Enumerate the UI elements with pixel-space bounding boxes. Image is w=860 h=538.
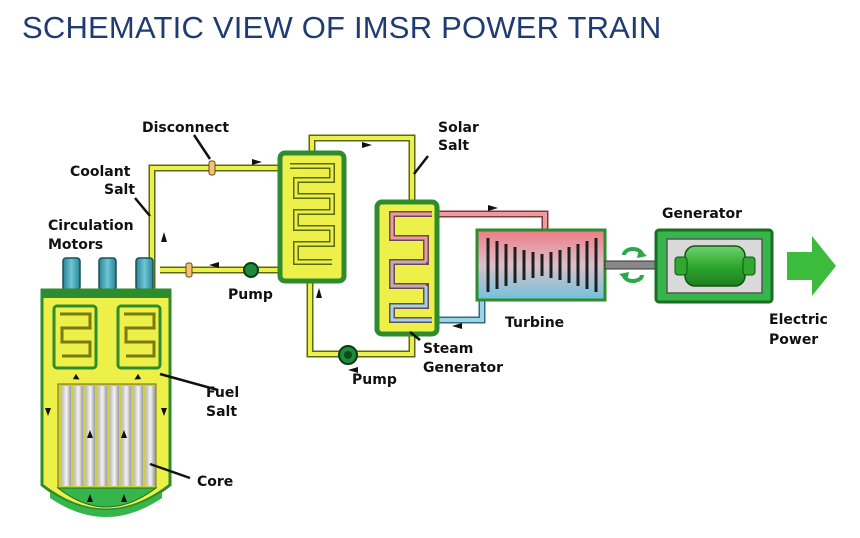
label-pump-bottom: Pump (352, 372, 397, 388)
label-circulation: Circulation (48, 218, 134, 234)
reactor-vessel (40, 257, 172, 517)
label-core: Core (197, 474, 233, 490)
turbine-blades (486, 238, 598, 292)
label-motors: Motors (48, 237, 103, 253)
label-disconnect: Disconnect (142, 120, 229, 136)
label-coolant-salt: Salt (104, 182, 135, 198)
steam-generator (374, 199, 440, 337)
page-title: SCHEMATIC VIEW OF IMSR POWER TRAIN (22, 10, 662, 45)
electric-power-arrow-icon (787, 236, 836, 296)
recycle-arrows-icon (619, 247, 647, 283)
label-steam: Steam (423, 341, 473, 357)
solar-salt-loop (306, 134, 416, 358)
loop-flow-arrows (161, 142, 498, 373)
label-solar: Solar (438, 120, 479, 136)
pump-bottom (338, 345, 358, 365)
label-coolant: Coolant (70, 164, 131, 180)
leader-lines (134, 134, 429, 480)
label-steam-generator: Generator (423, 360, 503, 376)
flow-arrow-icon (45, 373, 167, 502)
generator (654, 228, 774, 304)
label-turbine: Turbine (505, 315, 564, 331)
label-generator: Generator (662, 206, 742, 222)
turbine (475, 228, 660, 302)
label-power: Power (769, 332, 818, 348)
heat-exchanger (277, 150, 347, 284)
label-pump-top: Pump (228, 287, 273, 303)
label-fuel-salt: Salt (206, 404, 237, 420)
pump-top (243, 262, 259, 278)
coolant-salt-loop (148, 164, 285, 290)
label-electric: Electric (769, 312, 828, 328)
disconnect-fitting (185, 160, 216, 278)
label-solar-salt: Salt (438, 138, 469, 154)
circulation-motors (62, 257, 154, 291)
label-fuel: Fuel (206, 385, 239, 401)
